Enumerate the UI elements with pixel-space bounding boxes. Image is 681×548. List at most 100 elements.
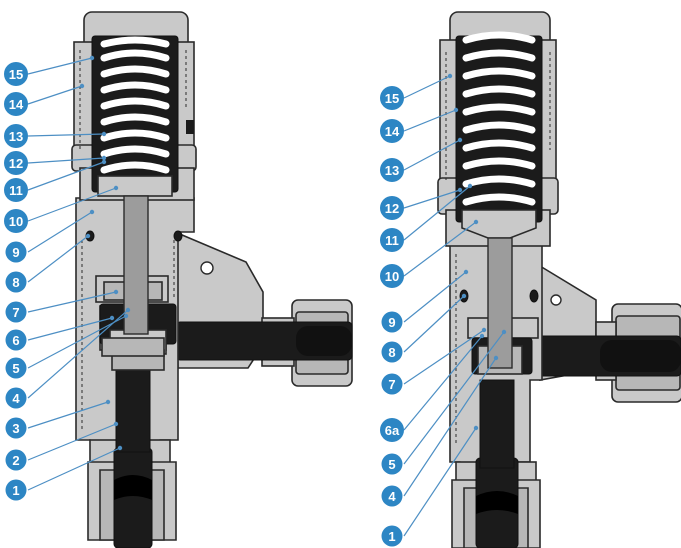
left-leader-1 bbox=[27, 447, 121, 491]
callout-badge-circle bbox=[380, 264, 404, 288]
callout-badge-circle bbox=[5, 357, 27, 379]
callout-badge-label: 1 bbox=[388, 529, 395, 544]
callout-badge-label: 11 bbox=[9, 183, 23, 198]
right-callout-badge-7: 7 bbox=[381, 373, 403, 395]
callout-badge-circle bbox=[380, 158, 404, 182]
callout-badge-circle bbox=[4, 178, 28, 202]
right-leader-4 bbox=[403, 357, 497, 497]
right-leader-8 bbox=[403, 295, 465, 353]
callout-badge-circle bbox=[381, 485, 403, 507]
left-leader-10 bbox=[27, 187, 117, 222]
right-callout-badge-6a: 6a bbox=[380, 418, 404, 442]
callout-badge-label: 15 bbox=[9, 67, 23, 82]
right-callout-badge-12: 12 bbox=[380, 196, 404, 220]
right-leader-7 bbox=[403, 329, 485, 385]
right-valve-body bbox=[449, 243, 543, 548]
callout-badge-circle bbox=[381, 373, 403, 395]
left-leader-7 bbox=[27, 291, 117, 313]
right-leader-11 bbox=[403, 185, 471, 241]
right-leader-5 bbox=[403, 331, 505, 465]
right-leader-dot-10 bbox=[473, 219, 479, 225]
callout-badge-label: 1 bbox=[12, 483, 19, 498]
right-leader-15 bbox=[403, 75, 451, 99]
callout-badge-circle bbox=[5, 301, 27, 323]
callout-badge-circle bbox=[5, 271, 27, 293]
left-valve bbox=[71, 11, 353, 548]
right-leader-9 bbox=[403, 271, 467, 323]
callout-badge-label: 4 bbox=[12, 391, 20, 406]
left-leader-9 bbox=[27, 211, 93, 253]
left-leader-dot-9 bbox=[89, 209, 95, 215]
left-leader-14 bbox=[27, 85, 83, 105]
left-callout-badge-7: 7 bbox=[5, 301, 27, 323]
left-callout-badge-4: 4 bbox=[5, 387, 27, 409]
right-leader-13 bbox=[403, 139, 461, 171]
left-stem bbox=[97, 175, 173, 357]
callout-badges: 1514131211109876543211514131211109876a54… bbox=[4, 62, 404, 547]
left-leader-dot-4 bbox=[125, 307, 131, 313]
right-callout-badge-10: 10 bbox=[380, 264, 404, 288]
right-leader-dot-13 bbox=[457, 137, 463, 143]
right-leader-dot-11 bbox=[467, 183, 473, 189]
right-callout-badge-5: 5 bbox=[381, 453, 403, 475]
callout-badge-circle bbox=[5, 241, 27, 263]
callout-badge-circle bbox=[5, 449, 27, 471]
callout-badge-label: 15 bbox=[385, 91, 399, 106]
callout-badge-label: 12 bbox=[385, 201, 399, 216]
callout-badge-circle bbox=[380, 418, 404, 442]
callout-badge-circle bbox=[381, 311, 403, 333]
left-leader-12 bbox=[27, 157, 105, 164]
right-stem bbox=[461, 209, 537, 369]
callout-badge-label: 5 bbox=[12, 361, 19, 376]
left-leader-dot-14 bbox=[79, 83, 85, 89]
left-leader-11 bbox=[27, 161, 105, 191]
right-callout-badge-8: 8 bbox=[381, 341, 403, 363]
right-leader-dot-5 bbox=[501, 329, 507, 335]
callout-badge-label: 5 bbox=[388, 457, 395, 472]
callout-leader-lines bbox=[27, 55, 507, 537]
callout-badge-label: 10 bbox=[385, 269, 399, 284]
callout-badge-circle bbox=[381, 453, 403, 475]
callout-badge-circle bbox=[4, 92, 28, 116]
left-callout-badge-12: 12 bbox=[4, 151, 28, 175]
left-callout-badge-10: 10 bbox=[4, 209, 28, 233]
callout-badge-circle bbox=[4, 151, 28, 175]
left-callout-badge-14: 14 bbox=[4, 92, 28, 116]
callout-badge-circle bbox=[4, 62, 28, 86]
right-leader-10 bbox=[403, 221, 477, 277]
left-leader-dot-6 bbox=[109, 315, 115, 321]
left-leader-13 bbox=[27, 133, 105, 137]
right-callout-badge-13: 13 bbox=[380, 158, 404, 182]
callout-badge-label: 12 bbox=[9, 156, 23, 171]
left-side-outlet-fitting bbox=[174, 230, 353, 387]
left-callout-badge-8: 8 bbox=[5, 271, 27, 293]
left-leader-15 bbox=[27, 57, 93, 75]
left-leader-8 bbox=[27, 235, 89, 283]
left-leader-2 bbox=[27, 423, 117, 461]
left-leader-dot-11 bbox=[101, 159, 107, 165]
callout-badge-label: 7 bbox=[12, 305, 19, 320]
left-leader-dot-5 bbox=[123, 313, 129, 319]
left-leader-dot-8 bbox=[85, 233, 91, 239]
right-callout-badge-14: 14 bbox=[380, 119, 404, 143]
right-leader-12 bbox=[403, 189, 461, 209]
callout-badge-label: 2 bbox=[12, 453, 19, 468]
callout-badge-label: 8 bbox=[388, 345, 395, 360]
right-callout-badge-11: 11 bbox=[380, 228, 404, 252]
left-callout-badge-11: 11 bbox=[4, 178, 28, 202]
left-callout-badge-2: 2 bbox=[5, 449, 27, 471]
left-leader-dot-10 bbox=[113, 185, 119, 191]
left-callout-badge-5: 5 bbox=[5, 357, 27, 379]
right-leader-dot-7 bbox=[481, 327, 487, 333]
left-leader-dot-7 bbox=[113, 289, 119, 295]
left-callout-badge-9: 9 bbox=[5, 241, 27, 263]
callout-badge-label: 14 bbox=[9, 97, 24, 112]
left-leader-4 bbox=[27, 309, 129, 399]
callout-badge-label: 11 bbox=[385, 233, 399, 248]
left-callout-badge-13: 13 bbox=[4, 124, 28, 148]
right-leader-1 bbox=[403, 427, 477, 537]
left-leader-6 bbox=[27, 317, 113, 341]
callout-badge-label: 4 bbox=[388, 489, 396, 504]
